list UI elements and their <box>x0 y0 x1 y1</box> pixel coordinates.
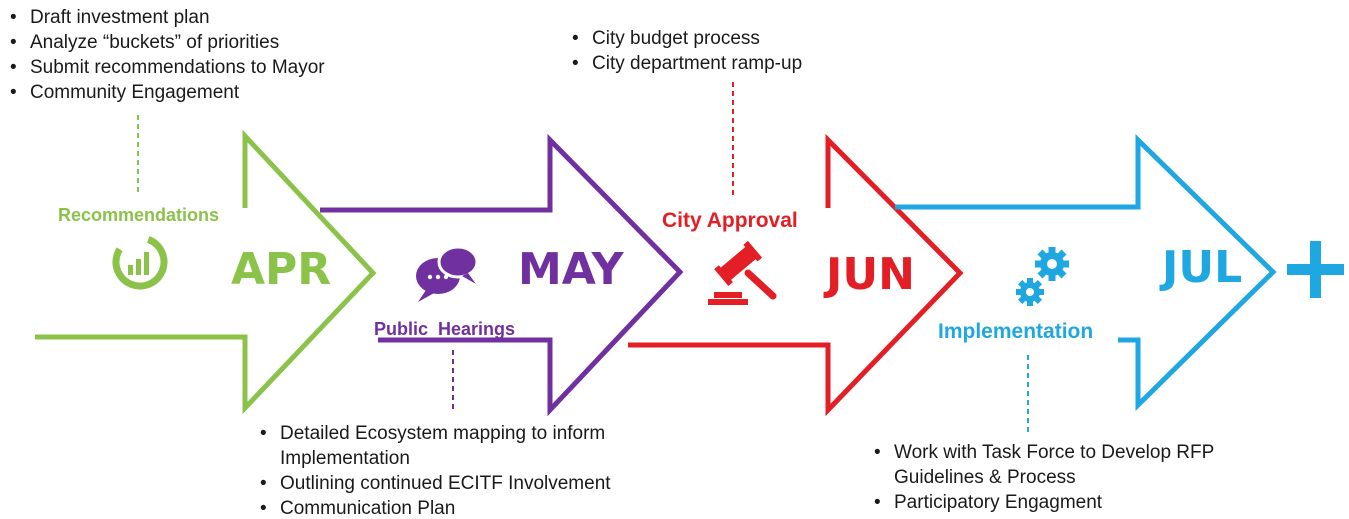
may-arrow <box>320 133 684 417</box>
phase-city-approval: City Approval <box>662 209 798 232</box>
bullet-item: City budget process <box>570 26 802 51</box>
month-may: MAY <box>518 244 624 295</box>
bullet-item: Participatory Engagment <box>872 490 1232 515</box>
jul-arrow <box>895 134 1277 411</box>
bullet-item: Draft investment plan <box>8 5 325 30</box>
month-jun: JUN <box>826 249 915 300</box>
bullet-item: Communication Plan <box>258 496 678 519</box>
gears-icon <box>1016 247 1069 306</box>
plus-icon <box>1287 241 1344 298</box>
jun-arrow <box>628 133 964 417</box>
month-jul: JUL <box>1162 242 1243 293</box>
public-hearings-bullets: Detailed Ecosystem mapping to inform Imp… <box>258 421 678 519</box>
chart-icon <box>112 234 168 290</box>
bullet-item: City department ramp-up <box>570 51 802 76</box>
bullet-item: Submit recommendations to Mayor <box>8 55 325 80</box>
recommendations-bullets: Draft investment plan Analyze “buckets” … <box>8 5 325 105</box>
phase-public-hearings: Public Hearings <box>374 319 516 339</box>
gavel-icon <box>708 240 777 305</box>
speech-bubbles-icon <box>416 245 479 302</box>
city-approval-bullets: City budget process City department ramp… <box>570 26 802 76</box>
apr-arrow <box>35 129 377 415</box>
bullet-item: Analyze “buckets” of priorities <box>8 30 325 55</box>
bullet-item: Community Engagement <box>8 80 325 105</box>
phase-recommendations: Recommendations <box>58 205 220 225</box>
bullet-item: Outlining continued ECITF Involvement <box>258 471 678 496</box>
bullet-item: Detailed Ecosystem mapping to inform Imp… <box>258 421 670 471</box>
month-apr: APR <box>231 244 332 295</box>
bullet-item: Work with Task Force to Develop RFP Guid… <box>872 440 1214 490</box>
phase-implementation: Implementation <box>938 320 1094 343</box>
implementation-bullets: Work with Task Force to Develop RFP Guid… <box>872 440 1232 515</box>
